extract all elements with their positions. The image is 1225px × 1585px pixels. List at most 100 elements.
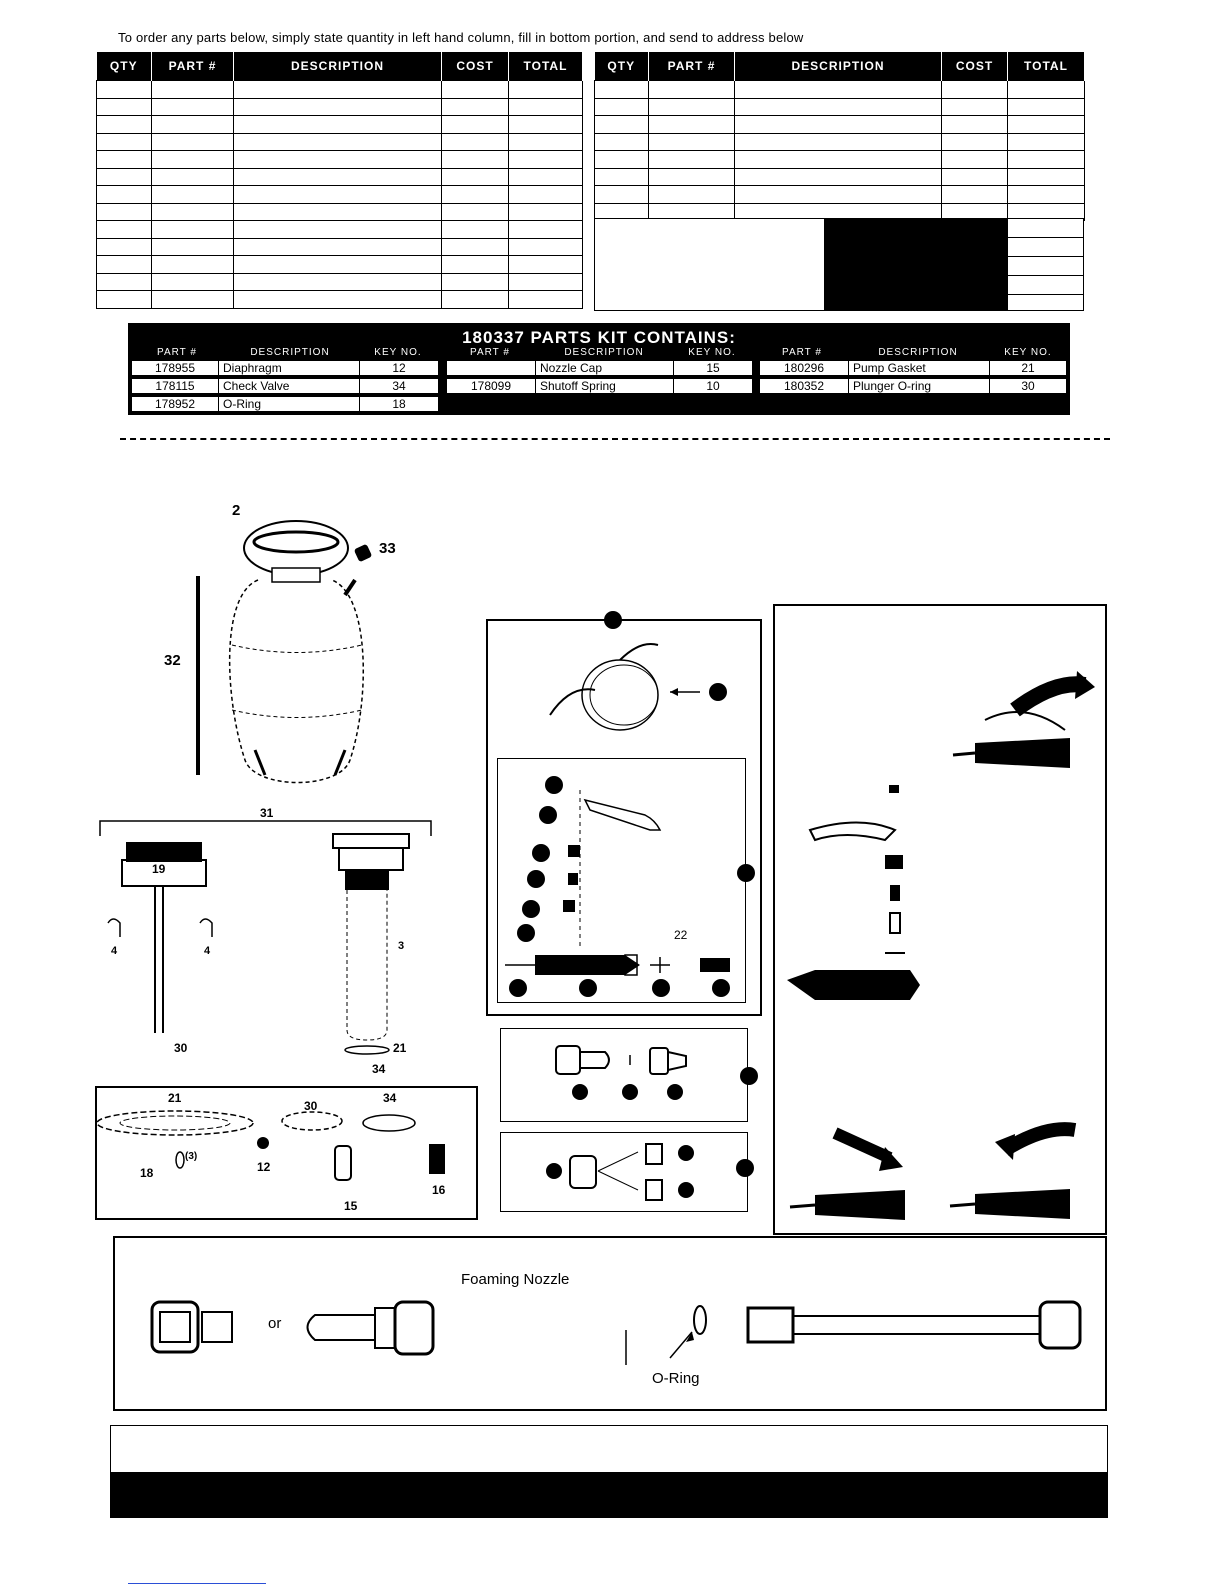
order-cell[interactable] xyxy=(96,185,152,204)
order-cell[interactable] xyxy=(441,167,509,186)
order-cell[interactable] xyxy=(594,115,649,134)
order-cell[interactable] xyxy=(734,167,942,186)
order-cell[interactable] xyxy=(151,290,234,309)
order-row[interactable] xyxy=(96,255,583,274)
order-cell[interactable] xyxy=(233,132,442,151)
order-cell[interactable] xyxy=(233,185,442,204)
order-cell[interactable] xyxy=(648,97,735,116)
order-cell[interactable] xyxy=(441,237,509,256)
order-cell[interactable] xyxy=(941,185,1008,204)
order-cell[interactable] xyxy=(151,272,234,291)
order-cell[interactable] xyxy=(508,115,583,134)
order-cell[interactable] xyxy=(96,167,152,186)
order-cell[interactable] xyxy=(594,150,649,169)
order-cell[interactable] xyxy=(594,185,649,204)
order-cell[interactable] xyxy=(1007,167,1085,186)
order-cell[interactable] xyxy=(441,290,509,309)
order-cell[interactable] xyxy=(648,132,735,151)
order-cell[interactable] xyxy=(941,80,1008,99)
order-cell[interactable] xyxy=(1007,115,1085,134)
order-cell[interactable] xyxy=(233,202,442,221)
order-cell[interactable] xyxy=(734,132,942,151)
order-cell[interactable] xyxy=(441,255,509,274)
order-row[interactable] xyxy=(594,132,1085,151)
order-cell[interactable] xyxy=(233,220,442,239)
order-cell[interactable] xyxy=(96,150,152,169)
order-cell[interactable] xyxy=(96,115,152,134)
order-cell[interactable] xyxy=(441,185,509,204)
order-cell[interactable] xyxy=(233,150,442,169)
order-cell[interactable] xyxy=(508,220,583,239)
order-cell[interactable] xyxy=(1007,185,1085,204)
order-cell[interactable] xyxy=(441,150,509,169)
order-row[interactable] xyxy=(96,150,583,169)
order-row[interactable] xyxy=(96,185,583,204)
order-cell[interactable] xyxy=(508,167,583,186)
order-row[interactable] xyxy=(96,115,583,134)
order-cell[interactable] xyxy=(151,97,234,116)
order-cell[interactable] xyxy=(734,185,942,204)
order-row[interactable] xyxy=(594,150,1085,169)
order-cell[interactable] xyxy=(941,150,1008,169)
order-cell[interactable] xyxy=(441,202,509,221)
order-cell[interactable] xyxy=(648,80,735,99)
order-cell[interactable] xyxy=(96,80,152,99)
order-row[interactable] xyxy=(594,115,1085,134)
order-row[interactable] xyxy=(594,80,1085,99)
order-cell[interactable] xyxy=(508,202,583,221)
order-cell[interactable] xyxy=(594,132,649,151)
order-cell[interactable] xyxy=(96,132,152,151)
order-cell[interactable] xyxy=(941,132,1008,151)
order-cell[interactable] xyxy=(1007,150,1085,169)
order-cell[interactable] xyxy=(594,167,649,186)
order-cell[interactable] xyxy=(96,97,152,116)
order-row[interactable] xyxy=(96,80,583,99)
order-cell[interactable] xyxy=(508,290,583,309)
order-cell[interactable] xyxy=(508,185,583,204)
order-cell[interactable] xyxy=(151,237,234,256)
order-cell[interactable] xyxy=(508,237,583,256)
order-cell[interactable] xyxy=(233,290,442,309)
order-row[interactable] xyxy=(594,202,1085,221)
order-cell[interactable] xyxy=(594,97,649,116)
order-row[interactable] xyxy=(96,132,583,151)
order-cell[interactable] xyxy=(233,80,442,99)
order-cell[interactable] xyxy=(96,272,152,291)
order-cell[interactable] xyxy=(1007,97,1085,116)
order-cell[interactable] xyxy=(96,202,152,221)
order-cell[interactable] xyxy=(151,115,234,134)
order-cell[interactable] xyxy=(508,255,583,274)
order-row[interactable] xyxy=(96,290,583,309)
order-cell[interactable] xyxy=(508,150,583,169)
order-cell[interactable] xyxy=(441,132,509,151)
order-cell[interactable] xyxy=(648,167,735,186)
order-cell[interactable] xyxy=(1007,132,1085,151)
order-cell[interactable] xyxy=(648,150,735,169)
order-cell[interactable] xyxy=(594,80,649,99)
order-row[interactable] xyxy=(96,202,583,221)
order-row[interactable] xyxy=(96,237,583,256)
order-row[interactable] xyxy=(594,167,1085,186)
order-cell[interactable] xyxy=(151,185,234,204)
order-row[interactable] xyxy=(594,97,1085,116)
order-cell[interactable] xyxy=(734,80,942,99)
order-cell[interactable] xyxy=(233,237,442,256)
order-row[interactable] xyxy=(96,97,583,116)
order-cell[interactable] xyxy=(734,97,942,116)
order-cell[interactable] xyxy=(508,272,583,291)
order-cell[interactable] xyxy=(648,185,735,204)
order-cell[interactable] xyxy=(441,97,509,116)
order-cell[interactable] xyxy=(734,115,942,134)
order-cell[interactable] xyxy=(151,132,234,151)
order-cell[interactable] xyxy=(151,167,234,186)
order-cell[interactable] xyxy=(734,150,942,169)
order-cell[interactable] xyxy=(151,80,234,99)
order-cell[interactable] xyxy=(1007,80,1085,99)
order-cell[interactable] xyxy=(96,290,152,309)
order-cell[interactable] xyxy=(508,97,583,116)
order-cell[interactable] xyxy=(508,132,583,151)
order-cell[interactable] xyxy=(941,115,1008,134)
order-cell[interactable] xyxy=(233,115,442,134)
order-cell[interactable] xyxy=(648,115,735,134)
order-row[interactable] xyxy=(96,167,583,186)
